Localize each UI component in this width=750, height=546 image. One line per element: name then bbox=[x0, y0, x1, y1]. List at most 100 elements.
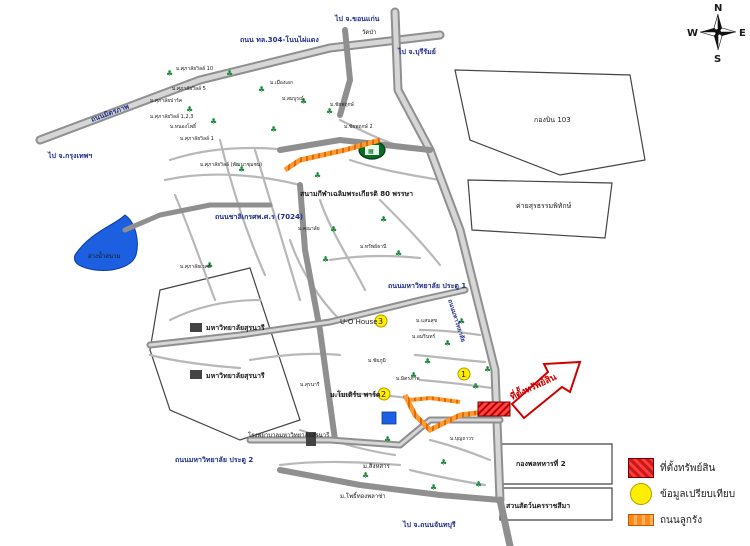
legend-soil-road-label: ถนนลูกรัง bbox=[660, 514, 703, 526]
road-label-gate1: ถนนมหาวิทยาลัย ประตู 1 bbox=[388, 282, 466, 291]
place-hospital: โรงพยาบาลมหาวิทยาลัยสุรนารี bbox=[248, 431, 330, 439]
legend-property: ที่ตั้งทรัพย์สิน bbox=[628, 455, 750, 481]
place-temple: วัดป่า bbox=[362, 29, 376, 36]
minor-roads bbox=[148, 118, 494, 487]
compass-s: S bbox=[714, 54, 721, 65]
svg-text:2: 2 bbox=[381, 390, 386, 399]
place-plaza: ม.โพธิ์ทองพลาซ่า bbox=[340, 491, 386, 500]
svg-text:♣: ♣ bbox=[395, 249, 402, 258]
compass-e: E bbox=[739, 28, 746, 39]
svg-text:♣: ♣ bbox=[326, 107, 333, 116]
svg-text:♣: ♣ bbox=[384, 435, 391, 444]
property-area bbox=[477, 401, 511, 417]
place-military-2: กองพลทหารที่ 2 bbox=[516, 458, 566, 468]
svg-text:ม.บุญถาวร: ม.บุญถาวร bbox=[450, 436, 474, 442]
svg-text:ม.ทรัพย์ธานี: ม.ทรัพย์ธานี bbox=[360, 243, 387, 250]
svg-text:ม.ศุภาลัยวิลล์ 1: ม.ศุภาลัยวิลล์ 1 bbox=[180, 135, 214, 142]
place-park: สวนสัตว์นครราชสีมา bbox=[506, 501, 570, 510]
comparable-marker-1: 1 bbox=[457, 367, 471, 381]
svg-text:ม.ศุภาลัยเวลล์: ม.ศุภาลัยเวลล์ bbox=[180, 263, 211, 270]
place-bottom-village: ม.สิงหสาร bbox=[363, 463, 390, 470]
svg-text:ม.ศุภาลัยวิลล์ 10: ม.ศุภาลัยวิลล์ 10 bbox=[176, 65, 213, 72]
compass-n: N bbox=[714, 3, 722, 14]
property-arrow bbox=[510, 360, 582, 420]
soil-road-bottom bbox=[402, 393, 501, 434]
place-land-103: กองบิน 103 bbox=[534, 116, 571, 124]
legend-comparable-label: ข้อมูลเปรียบเทียบ bbox=[660, 488, 736, 500]
road-label-304: ถนน ทล.304-โนนไผ่แดง bbox=[240, 35, 319, 44]
road-label-chaloem: ถนนชาลิเกรศพ.ศ.ร (7024) bbox=[215, 213, 303, 221]
legend-soil-road: ถนนลูกรัง bbox=[628, 507, 750, 533]
svg-text:ม.สมบูรณ์: ม.สมบูรณ์ bbox=[282, 95, 304, 102]
soil-road-mid bbox=[409, 395, 461, 404]
svg-text:ม.ชัยภูมิ: ม.ชัยภูมิ bbox=[368, 357, 386, 364]
place-suranaree-tech: มหาวิทยาลัยสุรนารี bbox=[206, 372, 265, 380]
map-legend: ที่ตั้งทรัพย์สิน ข้อมูลเปรียบเทียบ ถนนลู… bbox=[628, 455, 750, 533]
svg-text:♣: ♣ bbox=[322, 255, 329, 264]
place-village-1: ม.โมเดิร์น พาร์ค bbox=[330, 390, 381, 399]
svg-text:ม.ชัยพฤกษ์ 2: ม.ชัยพฤกษ์ 2 bbox=[344, 123, 373, 130]
road-label-mittraphap: ถนนมิตรภาพ bbox=[90, 103, 131, 124]
svg-text:♣: ♣ bbox=[300, 97, 307, 106]
road-label-chaiyaphum: ไป จ.ถนนจันทบุรี bbox=[402, 520, 456, 529]
svg-text:♣: ♣ bbox=[440, 458, 447, 467]
svg-text:▦: ▦ bbox=[368, 148, 374, 155]
road-label-bangkok: ไป จ.กรุงเทพฯ bbox=[47, 151, 92, 160]
legend-soil-road-swatch bbox=[628, 514, 654, 526]
svg-text:♣: ♣ bbox=[484, 365, 491, 374]
legend-comparable-swatch bbox=[630, 483, 652, 505]
main-roads bbox=[35, 7, 514, 546]
road-label-buriram: ไป จ.บุรีรัมย์ bbox=[397, 47, 436, 56]
svg-text:♣: ♣ bbox=[410, 371, 417, 380]
road-label-khon-kaen: ไป จ.ขอนแก่น bbox=[334, 14, 380, 23]
svg-text:♣: ♣ bbox=[458, 317, 465, 326]
svg-text:ม.สุรนารี: ม.สุรนารี bbox=[300, 381, 320, 388]
place-uo-house: U-O House bbox=[340, 318, 378, 326]
svg-text:ม.ศุภาลัยปาร์ค: ม.ศุภาลัยปาร์ค bbox=[150, 97, 182, 104]
svg-text:ม.เมืองเอก: ม.เมืองเอก bbox=[270, 79, 293, 86]
svg-text:♣: ♣ bbox=[238, 165, 245, 174]
compass-w: W bbox=[687, 28, 698, 39]
svg-text:♣: ♣ bbox=[472, 382, 479, 391]
svg-text:1: 1 bbox=[461, 370, 466, 379]
svg-text:♣: ♣ bbox=[380, 215, 387, 224]
place-lake: อ่างน้ำสนาม bbox=[88, 250, 121, 260]
svg-text:ม.หนองโพธิ์: ม.หนองโพธิ์ bbox=[170, 122, 197, 130]
lake bbox=[73, 214, 138, 271]
svg-text:♣: ♣ bbox=[166, 69, 173, 78]
svg-text:♣: ♣ bbox=[475, 480, 482, 489]
svg-text:♣: ♣ bbox=[314, 171, 321, 180]
svg-text:ม.แสนสุข: ม.แสนสุข bbox=[416, 318, 437, 324]
svg-text:♣: ♣ bbox=[186, 105, 193, 114]
svg-text:♣: ♣ bbox=[424, 357, 431, 366]
svg-text:3: 3 bbox=[378, 317, 383, 326]
svg-text:ม.มิตรภาพ: ม.มิตรภาพ bbox=[396, 375, 420, 382]
svg-text:♣: ♣ bbox=[270, 125, 277, 134]
small-village-labels: ม.ศุภาลัยวิลล์ 10 ม.ศุภาลัยวิลล์ 5 ม.ศุภ… bbox=[150, 65, 474, 442]
svg-text:♣: ♣ bbox=[226, 69, 233, 78]
svg-text:♣: ♣ bbox=[210, 117, 217, 126]
university-block bbox=[149, 267, 301, 441]
pond bbox=[381, 411, 397, 425]
comparable-marker-2: 2 bbox=[377, 387, 391, 401]
place-stadium: สนามกีฬาเฉลิมพระเกียรติ 80 พรรษา bbox=[300, 190, 413, 198]
compass-rose: N S E W bbox=[687, 3, 746, 65]
land-103-block bbox=[454, 69, 646, 176]
place-markers: ♣♣♣♣ ♣♣♣♣ ♣♣♣♣ ♣♣♣♣ ♣♣♣♣ ♣♣♣♣ ♣♣ bbox=[166, 69, 491, 492]
svg-text:♣: ♣ bbox=[258, 85, 265, 94]
svg-text:ม.ศุภาลัยวิลล์ (พัฒนาชุมชน): ม.ศุภาลัยวิลล์ (พัฒนาชุมชน) bbox=[200, 161, 262, 168]
svg-text:♣: ♣ bbox=[330, 225, 337, 234]
svg-text:ม.ศุภาลัยวิลล์ 5: ม.ศุภาลัยวิลล์ 5 bbox=[172, 85, 206, 92]
legend-property-swatch bbox=[628, 458, 654, 478]
svg-text:♣: ♣ bbox=[206, 261, 213, 270]
svg-text:ม.อมรินทร์: ม.อมรินทร์ bbox=[412, 333, 436, 340]
svg-text:ม.ชัยพฤกษ์: ม.ชัยพฤกษ์ bbox=[330, 101, 355, 108]
svg-text:♣: ♣ bbox=[444, 339, 451, 348]
comparable-marker-3: 3 bbox=[374, 314, 388, 328]
soil-road-top bbox=[283, 137, 381, 173]
university-building-icons bbox=[190, 323, 316, 446]
place-dhamma: ค่ายสุรธรรมพิทักษ์ bbox=[516, 202, 572, 210]
svg-text:♣: ♣ bbox=[362, 471, 369, 480]
legend-property-label: ที่ตั้งทรัพย์สิน bbox=[660, 462, 716, 474]
